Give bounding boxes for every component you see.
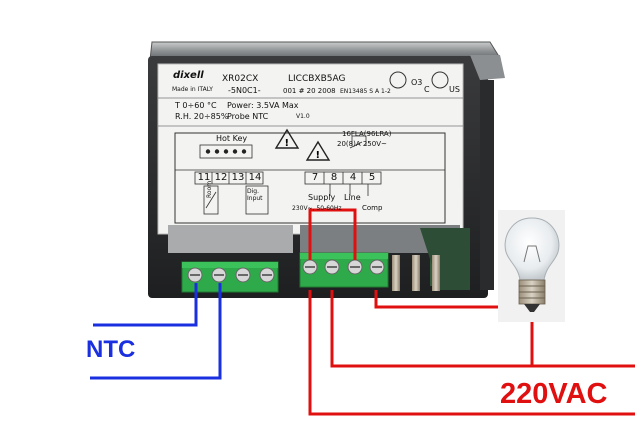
terminal-block-probe (181, 261, 279, 293)
terminal-number: 4 (349, 172, 357, 183)
hot-key-label: Hot Key (216, 134, 248, 143)
relay-rating-2-label: 20(8)A 250V~ (337, 140, 387, 148)
probe-label: Probe NTC (227, 112, 269, 121)
controller-label: ! ! (157, 63, 464, 235)
humidity-label: R.H. 20÷85% (175, 112, 229, 121)
line-label: Line (344, 193, 361, 202)
terminal-number: 11 (197, 172, 211, 183)
cert-c-label: C (424, 85, 430, 94)
terminal-number: 12 (214, 172, 228, 183)
svg-text:!: ! (316, 150, 321, 161)
cert-us-label: US (449, 85, 460, 94)
terminal-number: 8 (330, 172, 338, 183)
svg-text:!: ! (285, 138, 290, 149)
comp-label: Comp (362, 204, 383, 212)
brand-logo-text: dixell (173, 70, 204, 81)
terminal-number: 7 (311, 172, 319, 183)
made-in-label: Made in ITALY (172, 86, 213, 93)
light-bulb-icon (498, 210, 565, 322)
terminal-block-power (299, 252, 440, 291)
version-label: V1.0 (296, 113, 310, 120)
terminal-number: 5 (368, 172, 376, 183)
relay-rating-label: 16FLA(96LRA) (342, 130, 392, 138)
ntc-label: NTC (86, 336, 136, 363)
dig-input-label: Dig. Input (247, 188, 263, 202)
model-suffix-label: -5N0C1- (228, 86, 261, 95)
model-label: XR02CX (222, 74, 259, 84)
ntc-wires (90, 283, 222, 380)
power-label: Power: 3.5VA Max (227, 101, 299, 110)
supply-label: Supply (308, 193, 336, 202)
code-label: LICCBXB5AG (288, 74, 346, 84)
temp-range-label: T 0÷60 °C (175, 101, 217, 110)
standard-label: EN13485 S A 1-2 (340, 88, 391, 95)
cert-code-label: O3 (411, 78, 423, 87)
internal-board (168, 225, 470, 290)
vac-label: 220VAC (500, 378, 608, 410)
power-wires (308, 208, 635, 416)
terminal-number: 13 (231, 172, 245, 183)
terminal-number: 14 (248, 172, 262, 183)
room-label: Room (206, 180, 213, 198)
supply-spec-label: 230V~, 50-60Hz (292, 205, 342, 212)
lot-label: 001 # 20 2008 (283, 87, 336, 95)
